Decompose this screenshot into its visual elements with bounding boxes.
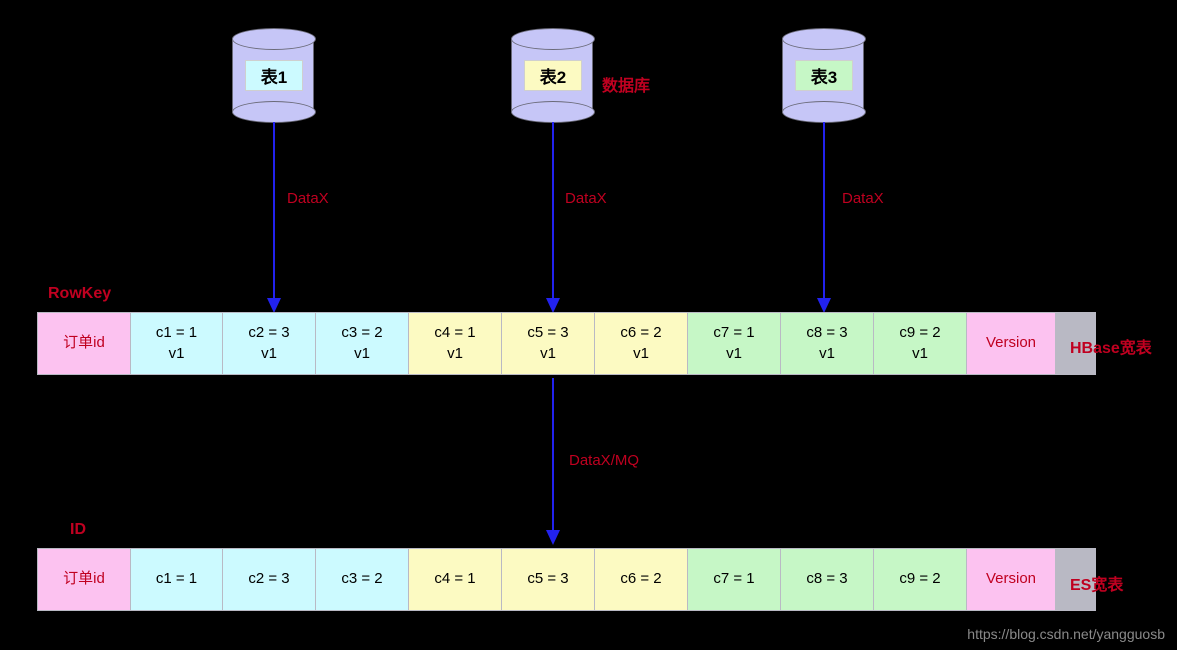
es-cell-6: c6 = 2	[595, 549, 687, 610]
hbase-cell-9: c9 = 2 v1	[874, 313, 966, 374]
cell-key: c8 = 3	[806, 570, 848, 588]
cylinder-top-ellipse	[782, 28, 866, 50]
cell-key: c9 = 2	[899, 570, 941, 588]
cell-key: c7 = 1	[713, 570, 755, 588]
es-side-label: ES宽表	[1070, 577, 1124, 594]
hbase-cell-5: c5 = 3 v1	[502, 313, 594, 374]
ingest-arrow-line-1	[273, 122, 275, 298]
cell-key: c5 = 3	[527, 570, 569, 588]
cell-version: v1	[354, 344, 370, 362]
cell-version: v1	[819, 344, 835, 362]
sync-arrow-label: DataX/MQ	[569, 452, 640, 469]
cell-key: c4 = 1	[434, 324, 476, 342]
cell-version: v1	[261, 344, 277, 362]
cylinder-bottom-ellipse	[782, 101, 866, 123]
table-label-box-3: 表3	[795, 60, 853, 91]
hbase-rowkey-label: RowKey	[48, 285, 112, 302]
hbase-cell-0: 订单id	[38, 313, 130, 374]
cell-key: c5 = 3	[527, 324, 569, 342]
hbase-cell-3: c3 = 2 v1	[316, 313, 408, 374]
database-cylinder-2: 表2	[511, 28, 595, 123]
hbase-cell-8: c8 = 3 v1	[781, 313, 873, 374]
cell-key: c1 = 1	[155, 570, 198, 588]
cell-version: v1	[447, 344, 463, 362]
es-cell-2: c2 = 3	[223, 549, 315, 610]
es-cell-10: Version	[967, 549, 1055, 610]
hbase-side-label: HBase宽表	[1070, 340, 1152, 357]
es-cell-1: c1 = 1	[131, 549, 222, 610]
ingest-arrow-head-1	[267, 298, 281, 313]
es-cell-0: 订单id	[38, 549, 130, 610]
hbase-cell-10: Version	[967, 313, 1055, 374]
table-label-box-1: 表1	[245, 60, 303, 91]
hbase-cell-1: c1 = 1 v1	[131, 313, 222, 374]
cell-key: 订单id	[63, 570, 105, 588]
hbase-cell-2: c2 = 3 v1	[223, 313, 315, 374]
cell-version: v1	[912, 344, 928, 362]
cylinder-bottom-ellipse	[232, 101, 316, 123]
es-cell-7: c7 = 1	[688, 549, 780, 610]
ingest-arrow-label-3: DataX	[842, 190, 884, 207]
cell-key: c8 = 3	[806, 324, 848, 342]
cell-key: 订单id	[63, 334, 105, 352]
cell-version: v1	[168, 344, 185, 362]
hbase-cell-4: c4 = 1 v1	[409, 313, 501, 374]
cell-version: v1	[633, 344, 649, 362]
database-cylinder-3: 表3	[782, 28, 866, 123]
cell-key: c7 = 1	[713, 324, 755, 342]
cell-key: c2 = 3	[248, 324, 290, 342]
cell-key: c6 = 2	[620, 570, 662, 588]
cell-key: c2 = 3	[248, 570, 290, 588]
cell-key: Version	[985, 570, 1037, 588]
ingest-arrow-head-3	[817, 298, 831, 313]
database-group-label: 数据库	[602, 78, 651, 95]
table-label-text: 表2	[539, 68, 567, 87]
cell-key: c9 = 2	[899, 324, 941, 342]
table-label-text: 表1	[260, 68, 288, 87]
es-cell-9: c9 = 2	[874, 549, 966, 610]
sync-arrow-head	[546, 530, 560, 545]
cell-version: v1	[726, 344, 742, 362]
cylinder-top-ellipse	[232, 28, 316, 50]
cell-version: v1	[540, 344, 556, 362]
table-label-text: 表3	[810, 68, 838, 87]
es-cell-3: c3 = 2	[316, 549, 408, 610]
ingest-arrow-head-2	[546, 298, 560, 313]
table-label-box-2: 表2	[524, 60, 582, 91]
es-cell-4: c4 = 1	[409, 549, 501, 610]
cell-key: c3 = 2	[341, 570, 383, 588]
watermark: https://blog.csdn.net/yangguosb	[967, 626, 1165, 642]
hbase-cell-7: c7 = 1 v1	[688, 313, 780, 374]
ingest-arrow-line-2	[552, 122, 554, 298]
es-id-label: ID	[70, 521, 86, 538]
hbase-cell-6: c6 = 2 v1	[595, 313, 687, 374]
cell-key: c6 = 2	[620, 324, 662, 342]
database-cylinder-1: 表1	[232, 28, 316, 123]
cell-key: Version	[985, 334, 1037, 352]
ingest-arrow-label-1: DataX	[287, 190, 329, 207]
es-wide-table: 订单id c1 = 1 c2 = 3 c3 = 2 c4 = 1 c5 = 3 c6 = 2…	[37, 548, 1096, 611]
cell-key: c1 = 1	[155, 324, 198, 342]
sync-arrow-line	[552, 378, 554, 530]
ingest-arrow-line-3	[823, 122, 825, 298]
cell-key: c3 = 2	[341, 324, 383, 342]
cylinder-bottom-ellipse	[511, 101, 595, 123]
ingest-arrow-label-2: DataX	[565, 190, 607, 207]
es-cell-8: c8 = 3	[781, 549, 873, 610]
cylinder-top-ellipse	[511, 28, 595, 50]
cell-key: c4 = 1	[434, 570, 476, 588]
es-cell-5: c5 = 3	[502, 549, 594, 610]
